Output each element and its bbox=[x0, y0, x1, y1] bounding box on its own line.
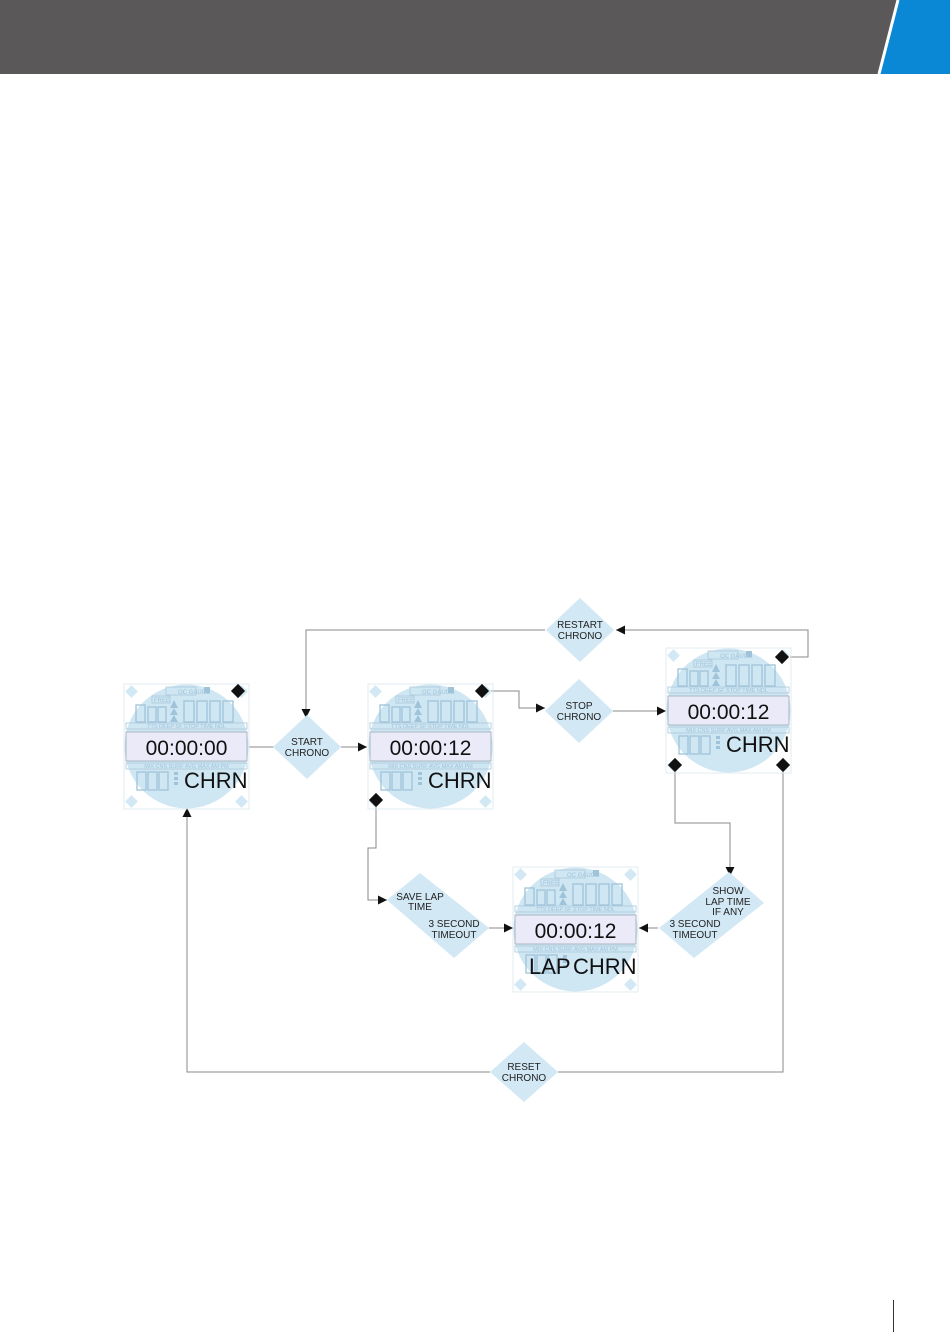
header-dark-band bbox=[0, 0, 950, 74]
screen-indicator-row-2: MIX CNS SURF AVG MAX AM PM bbox=[686, 728, 771, 734]
screen-lap-label: LAP bbox=[529, 954, 571, 979]
watch-screen-lap: OC GAUGE FREE TTS DEEP SF STOP TIME NDL … bbox=[512, 866, 639, 993]
screen-mode-label: CHRN bbox=[428, 768, 492, 793]
decision-restart-label-2: CHRONO bbox=[558, 631, 603, 642]
decision-restart-chrono: RESTART CHRONO bbox=[546, 598, 614, 662]
screen-free-label: FREE bbox=[696, 662, 712, 668]
decision-timeout-left-label-2: TIMEOUT bbox=[432, 930, 477, 941]
screen-free-label: FREE bbox=[398, 698, 414, 704]
page-header-bar bbox=[0, 0, 950, 74]
screen-mode-label: CHRN bbox=[184, 768, 248, 793]
decision-reset-label-1: RESET bbox=[507, 1062, 540, 1073]
screen-oc-gauge-label: OC GAUGE bbox=[422, 690, 454, 696]
screen-time-readout: 00:00:12 bbox=[688, 701, 770, 724]
screen-indicator-row-2: MIX CNS SURF AVG MAX AM PM bbox=[388, 764, 473, 770]
screen-indicator-row-1: TTS DEEP SF STOP TIME NDL bbox=[391, 724, 470, 730]
screen-oc-gauge-label: OC GAUGE bbox=[178, 690, 210, 696]
screen-indicator-row-1: TTS DEEP SF STOP TIME NDL bbox=[147, 724, 226, 730]
connector-screen2-to-save-lap bbox=[367, 800, 387, 905]
decision-reset-label-2: CHRONO bbox=[502, 1073, 547, 1084]
decision-reset-chrono: RESET CHRONO bbox=[490, 1042, 558, 1102]
decision-timeout-left-label-1: 3 SECOND bbox=[428, 919, 479, 930]
screen-indicator-row-2: MIX CNS SURF AVG MAX AM PM bbox=[533, 947, 618, 953]
watch-screen-stopped: OC GAUGE FREE TTS DEEP SF STOP TIME NDL … bbox=[665, 647, 792, 774]
screen-oc-gauge-label: OC GAUGE bbox=[567, 873, 599, 879]
screen-time-readout: 00:00:00 bbox=[146, 737, 228, 760]
screen-oc-gauge-label: OC GAUGE bbox=[720, 654, 752, 660]
decision-timeout-right-label-2: TIMEOUT bbox=[673, 930, 718, 941]
connector-screen2-to-stop bbox=[491, 690, 545, 713]
decision-save-lap-label-2: TIME bbox=[408, 902, 432, 913]
decision-show-lap-label-1: SHOW bbox=[712, 886, 744, 897]
button-indicator-icon bbox=[774, 649, 790, 665]
decision-show-lap-time: SHOW LAP TIME IF ANY 3 SECOND TIMEOUT bbox=[659, 872, 764, 958]
decision-timeout-right-label-1: 3 SECOND bbox=[669, 919, 720, 930]
screen-mode-label: CHRN bbox=[573, 954, 637, 979]
connector-reset-to-screen1 bbox=[182, 808, 490, 1073]
button-indicator-icon bbox=[775, 757, 791, 773]
connector-screen3-to-reset bbox=[558, 772, 784, 1073]
connector-restart-to-start bbox=[301, 629, 545, 718]
button-indicator-icon bbox=[667, 757, 683, 773]
screen-free-label: FREE bbox=[154, 698, 170, 704]
header-accent-divider bbox=[877, 0, 900, 74]
screen-indicator-row-2: MIX CNS SURF AVG MAX AM PM bbox=[144, 764, 229, 770]
button-indicator-icon bbox=[368, 792, 384, 808]
decision-show-lap-label-2: LAP TIME bbox=[705, 897, 751, 908]
connector-screen3-to-show-lap bbox=[674, 772, 735, 876]
decision-save-lap-time: SAVE LAP TIME 3 SECOND TIMEOUT bbox=[387, 873, 489, 958]
connector-screen3-to-restart bbox=[616, 625, 809, 658]
screen-time-readout: 00:00:12 bbox=[535, 920, 617, 943]
button-indicator-icon bbox=[474, 683, 490, 699]
screen-indicator-row-1: TTS DEEP SF STOP TIME NDL bbox=[689, 688, 768, 694]
screen-indicator-row-1: TTS DEEP SF STOP TIME NDL bbox=[536, 907, 615, 913]
watch-screen-idle: OC GAUGE FREE TTS DEEP SF STOP TIME NDL … bbox=[123, 683, 250, 810]
watch-screen-running: OC GAUGE FREE TTS DEEP SF STOP TIME NDL … bbox=[367, 683, 494, 810]
flow-connectors bbox=[182, 625, 809, 1073]
header-accent-tab bbox=[879, 0, 950, 74]
decision-stop-label-1: STOP bbox=[565, 701, 592, 712]
decision-start-chrono: START CHRONO bbox=[273, 715, 341, 779]
footer-divider bbox=[893, 1300, 894, 1332]
decision-start-label-2: CHRONO bbox=[285, 748, 330, 759]
screen-free-label: FREE bbox=[543, 881, 559, 887]
decision-restart-label-1: RESTART bbox=[557, 620, 603, 631]
screen-mode-label: CHRN bbox=[726, 732, 790, 757]
screen-time-readout: 00:00:12 bbox=[390, 737, 472, 760]
decision-stop-label-2: CHRONO bbox=[557, 712, 602, 723]
decision-stop-chrono: STOP CHRONO bbox=[545, 679, 613, 743]
decision-start-label-1: START bbox=[291, 737, 323, 748]
button-indicator-icon bbox=[230, 683, 246, 699]
decision-show-lap-label-3: IF ANY bbox=[712, 907, 744, 918]
decision-save-lap-label-1: SAVE LAP bbox=[396, 892, 444, 903]
